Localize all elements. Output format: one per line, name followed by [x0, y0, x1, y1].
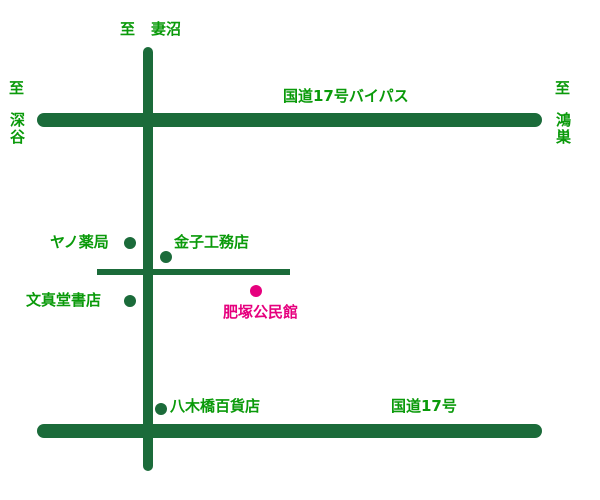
destination-label: 肥塚公民館	[223, 303, 299, 321]
bunshindo-dot	[124, 295, 136, 307]
landmark-yagibashi: 八木橋百貨店	[170, 397, 261, 415]
west-prefix: 至	[9, 79, 25, 97]
east-prefix: 至	[555, 79, 571, 97]
landmark-bunshindo: 文真堂書店	[26, 291, 102, 309]
bypass-label: 国道17号バイパス	[283, 87, 409, 105]
destination-pin-icon	[250, 285, 262, 297]
yagibashi-dot	[155, 403, 167, 415]
north-prefix: 至	[120, 20, 136, 38]
east-place: 鴻巣	[554, 112, 572, 146]
west-place: 深谷	[8, 112, 26, 146]
north-place: 妻沼	[151, 20, 182, 38]
landmark-kaneko: 金子工務店	[174, 233, 250, 251]
landmark-yano: ヤノ薬局	[50, 233, 109, 251]
kaneko-dot	[160, 251, 172, 263]
route17-label: 国道17号	[391, 397, 457, 415]
yano-dot	[124, 237, 136, 249]
